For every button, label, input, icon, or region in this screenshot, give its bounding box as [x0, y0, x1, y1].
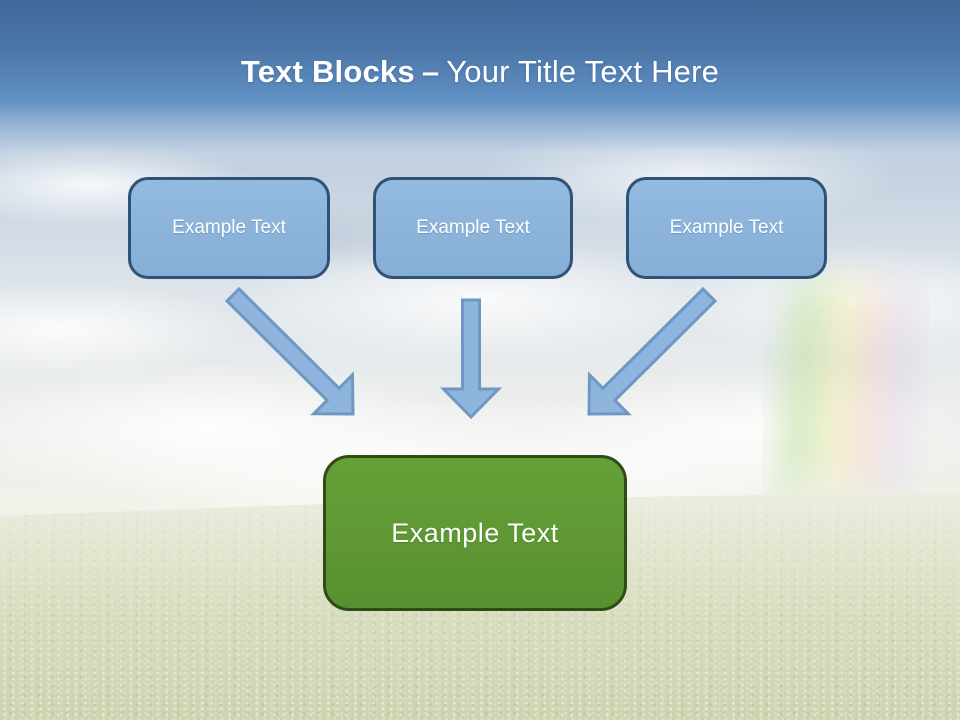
arrow-left-diagonal-icon: [224, 286, 355, 416]
arrow-right-diagonal-icon: [587, 286, 718, 416]
text-block-3-label: Example Text: [669, 217, 784, 238]
title-bold-text: Text Blocks: [240, 54, 415, 89]
title-separator: –: [421, 54, 440, 89]
arrow-down-icon: [439, 298, 503, 420]
target-block: Example Text: [323, 455, 627, 611]
text-block-2-label: Example Text: [416, 217, 530, 238]
slide-title: Text Blocks–Your Title Text Here: [0, 54, 960, 90]
text-block-1-label: Example Text: [172, 217, 286, 238]
text-block-3: Example Text: [626, 177, 827, 279]
header-banner: [0, 0, 960, 175]
target-block-label: Example Text: [391, 517, 559, 548]
text-block-2: Example Text: [373, 177, 573, 279]
text-block-1: Example Text: [128, 177, 330, 279]
rainbow-background: [762, 250, 930, 530]
title-regular-text: Your Title Text Here: [446, 54, 720, 89]
